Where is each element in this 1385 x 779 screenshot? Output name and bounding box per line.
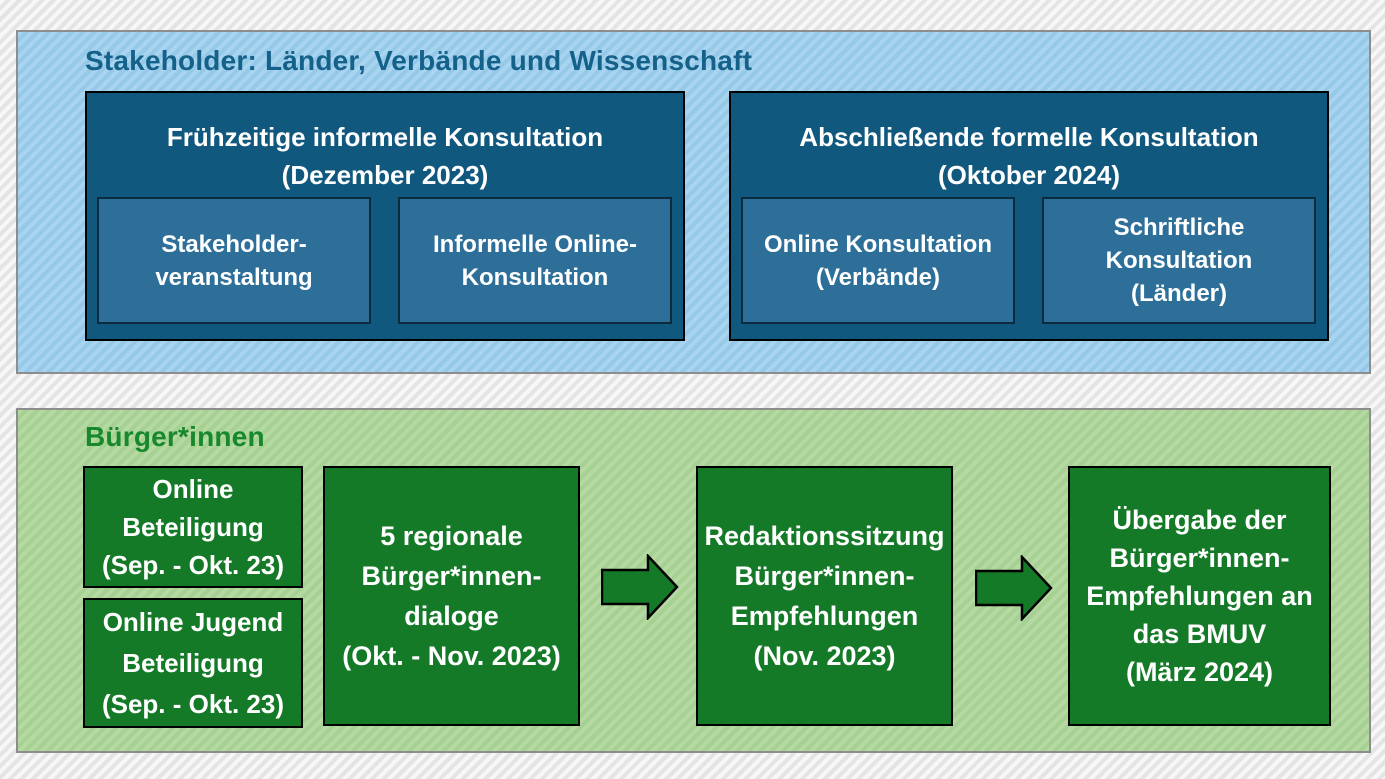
online-youth-participation-box: Online Jugend Beteiligung (Sep. - Okt. 2…: [83, 598, 303, 728]
box-text-line: 5 regionale: [380, 521, 523, 551]
box-text-line: Konsultation: [1105, 247, 1253, 274]
box-text-line: das BMUV: [1132, 619, 1267, 649]
final-formal-consultation-box: Abschließende formelle Konsultation (Okt…: [729, 91, 1329, 341]
online-participation-box: Online Beteiligung (Sep. - Okt. 23): [83, 466, 303, 588]
stakeholder-event-box: Stakeholder- veranstaltung: [97, 197, 371, 324]
written-consultation-laender-box: Schriftliche Konsultation (Länder): [1042, 197, 1316, 324]
box-text-line: veranstaltung: [155, 263, 313, 291]
informal-online-consultation-box: Informelle Online- Konsultation: [398, 197, 672, 324]
box-text-line: (Sep. - Okt. 23): [101, 550, 285, 580]
box-text-line: Empfehlungen an: [1086, 581, 1313, 611]
stakeholder-panel-title: Stakeholder: Länder, Verbände und Wissen…: [85, 45, 753, 76]
box-text-line: Übergabe der: [1112, 505, 1287, 535]
box-text-line: Redaktionssitzung: [704, 521, 945, 551]
early-informal-consultation-box: Frühzeitige informelle Konsultation (Dez…: [85, 91, 685, 341]
group-title-line: Frühzeitige informelle Konsultation: [166, 122, 604, 152]
box-text-line: (März 2024): [1125, 657, 1274, 687]
citizens-panel: Bürger*innen Online Beteiligung (Sep. - …: [16, 408, 1371, 753]
citizens-panel-title: Bürger*innen: [85, 421, 265, 452]
box-text-line: (Sep. - Okt. 23): [101, 688, 285, 719]
box-text-line: (Verbände): [815, 263, 941, 291]
box-text-line: Konsultation: [461, 263, 609, 291]
box-text-line: (Länder): [1131, 280, 1227, 307]
group-title-date: (Oktober 2024): [937, 160, 1121, 190]
box-text-line: Informelle Online-: [432, 230, 638, 258]
regional-dialogues-box: 5 regionale Bürger*innen- dialoge (Okt. …: [323, 466, 580, 726]
box-text-line: Bürger*innen-: [734, 561, 915, 591]
group-title-line: Abschließende formelle Konsultation: [799, 122, 1259, 152]
box-text-line: Schriftliche: [1113, 214, 1245, 241]
group-title: Abschließende formelle Konsultation (Okt…: [731, 118, 1327, 194]
box-text-line: Empfehlungen: [730, 601, 919, 631]
box-text-line: Online Jugend: [102, 606, 284, 637]
box-text-line: Bürger*innen-: [1109, 543, 1290, 573]
box-text-line: Online: [152, 474, 234, 504]
box-text-line: Beteiligung: [122, 512, 264, 542]
box-text-line: dialoge: [404, 601, 499, 631]
group-title: Frühzeitige informelle Konsultation (Dez…: [87, 118, 683, 194]
box-text-line: Beteiligung: [122, 647, 264, 678]
editorial-session-box: Redaktionssitzung Bürger*innen- Empfehlu…: [696, 466, 953, 726]
box-text-line: (Okt. - Nov. 2023): [342, 641, 561, 671]
stakeholder-panel: Stakeholder: Länder, Verbände und Wissen…: [16, 30, 1371, 374]
flow-arrow-icon: [975, 555, 1053, 621]
box-text-line: Online Konsultation: [764, 230, 992, 258]
box-text-line: (Nov. 2023): [753, 641, 896, 671]
flow-arrow-icon: [601, 554, 679, 620]
box-text-line: Stakeholder-: [161, 230, 307, 258]
online-consultation-verbaende-box: Online Konsultation (Verbände): [741, 197, 1015, 324]
group-title-date: (Dezember 2023): [281, 160, 489, 190]
handover-bmuv-box: Übergabe der Bürger*innen- Empfehlungen …: [1068, 466, 1331, 726]
box-text-line: Bürger*innen-: [361, 561, 542, 591]
